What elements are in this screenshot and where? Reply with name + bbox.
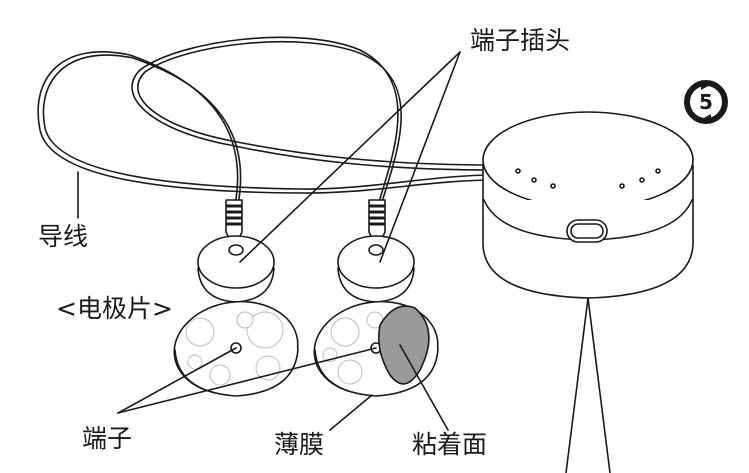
lead-wire <box>37 36 496 206</box>
unit-leader-right <box>587 297 611 473</box>
terminal-plug-leader <box>239 51 461 263</box>
environment-protection-period-icon: 5 <box>684 80 728 124</box>
electrode-left <box>197 235 275 303</box>
label-terminal-plug: 端子插头 <box>470 26 571 55</box>
adhesive-leader <box>399 344 449 431</box>
terminal-plug-left <box>225 199 243 242</box>
label-film: 薄膜 <box>274 430 325 459</box>
unit-leader-left <box>565 297 589 473</box>
label-electrode-pad: <电极片> <box>56 294 173 323</box>
label-terminal: 端子 <box>82 424 133 453</box>
electrode-right <box>337 235 415 303</box>
label-lead-wire: 导线 <box>38 222 89 251</box>
terminal-leader <box>117 347 377 414</box>
label-adhesive-surface: 粘着面 <box>412 430 488 459</box>
main-unit <box>482 111 694 299</box>
terminal-plug-right <box>368 199 386 242</box>
badge-number: 5 <box>699 90 713 114</box>
film-leader <box>329 394 373 431</box>
